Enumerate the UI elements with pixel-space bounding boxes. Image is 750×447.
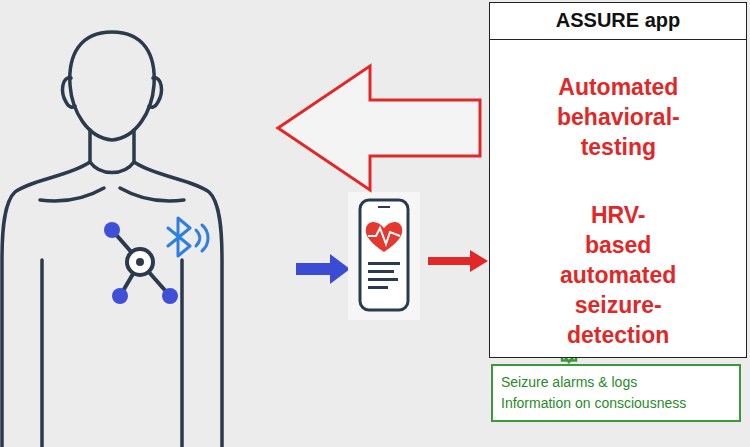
step-label: HRV-based automated seizure-detection (560, 201, 676, 350)
step-label: Automated behavioral-testing (557, 73, 680, 163)
phone-icon (348, 192, 420, 320)
blue-arrow (296, 254, 350, 284)
step-text: Automated behavioral-testing (557, 73, 680, 163)
app-title: ASSURE app (490, 3, 746, 40)
step-text: HRV-based automated seizure-detection (560, 201, 676, 350)
output-line: Seizure alarms & logs (501, 372, 731, 393)
bluetooth-symbol (168, 218, 208, 256)
person-outline (2, 32, 222, 447)
red-arrow (428, 250, 488, 272)
app-box: ASSURE appAutomated behavioral-testingHR… (489, 2, 747, 358)
output-box: Seizure alarms & logsInformation on cons… (491, 364, 741, 422)
hollow-feedback-arrow (278, 66, 480, 190)
output-line: Information on consciousness (501, 393, 731, 414)
chest-sensor (104, 222, 178, 304)
